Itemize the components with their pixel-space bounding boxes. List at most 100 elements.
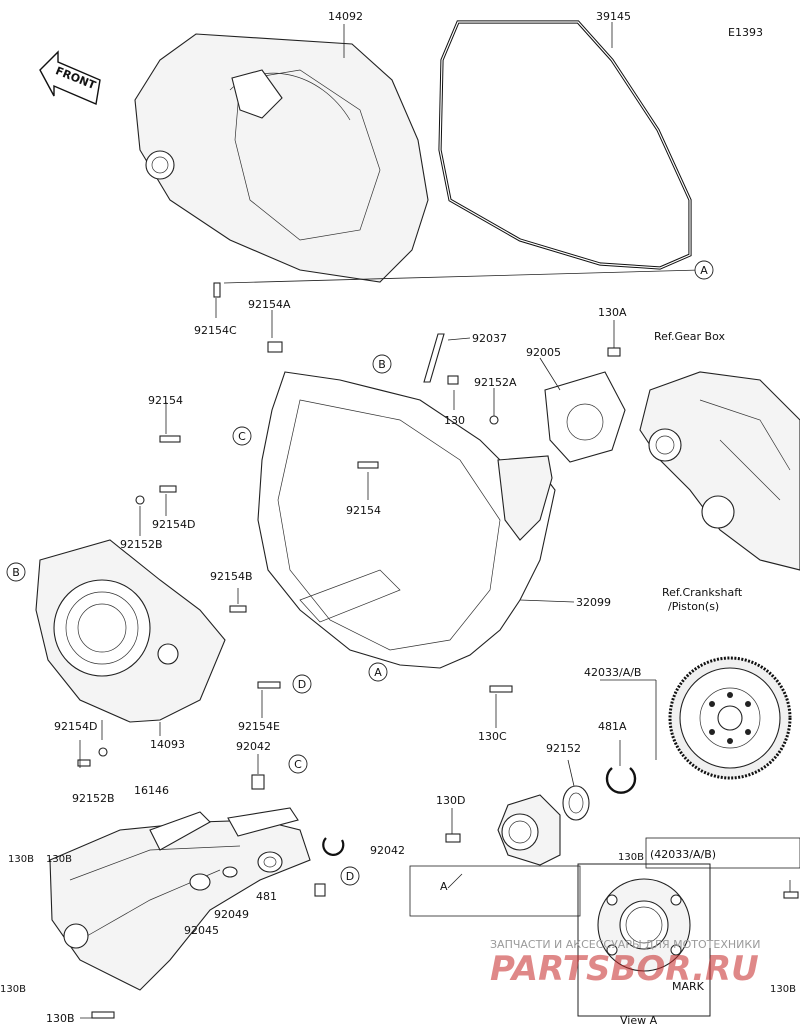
svg-text:D: D bbox=[298, 678, 306, 691]
label-92152: 92152 bbox=[546, 742, 581, 755]
label-130a: 130A bbox=[598, 306, 627, 319]
washer-92152a[interactable] bbox=[489, 415, 499, 425]
bolt-92154-left[interactable] bbox=[159, 435, 181, 443]
label-130b-a: 130B bbox=[8, 854, 34, 865]
detail-box-42033 bbox=[645, 837, 800, 869]
view-a-detail bbox=[577, 863, 711, 1017]
svg-text:C: C bbox=[294, 758, 302, 771]
bolt-130[interactable] bbox=[447, 375, 459, 385]
label-130b-b: 130B bbox=[46, 854, 72, 865]
label-92042-top: 92042 bbox=[236, 740, 271, 753]
washer-92049[interactable] bbox=[222, 866, 238, 878]
ref-crankshaft-1: Ref.Crankshaft bbox=[662, 586, 743, 599]
svg-text:D: D bbox=[346, 870, 354, 883]
bolt-130b-bottom[interactable] bbox=[91, 1011, 115, 1019]
bolt-130c[interactable] bbox=[489, 685, 513, 693]
label-481a: 481A bbox=[598, 720, 627, 733]
ref-circle-b2: B bbox=[6, 562, 26, 582]
label-92152a: 92152A bbox=[474, 376, 517, 389]
label-92154b: 92154B bbox=[210, 570, 253, 583]
section-box-a bbox=[409, 865, 581, 917]
ref-circle-d2: D bbox=[340, 866, 360, 886]
bolt-130a[interactable] bbox=[607, 347, 621, 357]
label-130: 130 bbox=[444, 414, 465, 427]
label-92152b-bottom: 92152B bbox=[72, 792, 115, 805]
label-92045: 92045 bbox=[184, 924, 219, 937]
svg-text:A: A bbox=[700, 264, 708, 277]
ref-circle-a1: A bbox=[694, 260, 714, 280]
view-a-label: View A bbox=[620, 1014, 658, 1027]
label-32099: 32099 bbox=[576, 596, 611, 609]
bolt-92154d-top[interactable] bbox=[159, 485, 177, 493]
cover-14093[interactable] bbox=[35, 539, 226, 723]
ref-circle-c2: C bbox=[288, 754, 308, 774]
label-92152b-top: 92152B bbox=[120, 538, 163, 551]
bolt-92154b[interactable] bbox=[229, 605, 247, 613]
ref-circle-b1: B bbox=[372, 354, 392, 374]
bolt-130b-right[interactable] bbox=[783, 891, 799, 899]
label-130b-d: 130B bbox=[46, 1012, 75, 1025]
label-92154-mid: 92154 bbox=[346, 504, 381, 517]
leader-lines bbox=[79, 22, 791, 1019]
bolt-92154c[interactable] bbox=[213, 282, 221, 298]
front-arrow-icon bbox=[39, 50, 101, 105]
label-130c: 130C bbox=[478, 730, 507, 743]
label-92154a: 92154A bbox=[248, 298, 291, 311]
circlip[interactable] bbox=[322, 837, 345, 856]
label-14092: 14092 bbox=[328, 10, 363, 23]
label-42033ab: 42033/A/B bbox=[584, 666, 641, 679]
ref-letter-a3: A bbox=[440, 873, 463, 893]
hub-42033[interactable] bbox=[497, 794, 561, 866]
inner-cover-32099[interactable] bbox=[257, 371, 556, 669]
label-16146: 16146 bbox=[134, 784, 169, 797]
chain-case-16146[interactable] bbox=[49, 807, 311, 991]
svg-text:A: A bbox=[374, 666, 382, 679]
ref-circle-c1: C bbox=[232, 426, 252, 446]
label-92005: 92005 bbox=[526, 346, 561, 359]
label-92154c: 92154C bbox=[194, 324, 237, 337]
washer-92152b-top[interactable] bbox=[135, 495, 145, 505]
label-481: 481 bbox=[256, 890, 277, 903]
oil-seal-92152[interactable] bbox=[562, 785, 590, 821]
label-130b-e: 130B bbox=[770, 984, 796, 995]
ref-circle-a2: A bbox=[368, 662, 388, 682]
label-39145: 39145 bbox=[596, 10, 631, 23]
ref-gear-box: Ref.Gear Box bbox=[654, 330, 725, 343]
dowel-pin-92037[interactable] bbox=[423, 333, 445, 383]
svg-text:A: A bbox=[440, 880, 448, 893]
label-92037: 92037 bbox=[472, 332, 507, 345]
washer-92152b-bottom[interactable] bbox=[98, 747, 108, 757]
seal-92045[interactable] bbox=[189, 873, 211, 891]
detail-box-label: (42033/A/B) bbox=[650, 848, 716, 861]
watermark-line2: PARTSBOR.RU bbox=[490, 949, 759, 989]
bolt-92154e[interactable] bbox=[257, 681, 281, 689]
bolt-92154-mid[interactable] bbox=[357, 461, 379, 469]
label-92154d-top: 92154D bbox=[152, 518, 195, 531]
ref-crankshaft-2: /Piston(s) bbox=[668, 600, 719, 613]
watermark-line1: ЗАПЧАСТИ И АКСЕССУАРЫ ДЛЯ МОТОТЕХНИКИ bbox=[490, 938, 760, 951]
gasket-plate-92005[interactable] bbox=[544, 371, 626, 463]
bearing-481[interactable] bbox=[257, 851, 283, 873]
label-92154e: 92154E bbox=[238, 720, 280, 733]
snap-ring-481a[interactable] bbox=[605, 767, 637, 794]
flywheel-reference bbox=[668, 656, 792, 780]
bolt-130d[interactable] bbox=[445, 833, 461, 843]
label-92042-right: 92042 bbox=[370, 844, 405, 857]
label-92154-left: 92154 bbox=[148, 394, 183, 407]
mark-label: MARK bbox=[672, 980, 705, 993]
label-130b-c: 130B bbox=[0, 984, 26, 995]
bolt-92154d-bottom[interactable] bbox=[77, 759, 91, 767]
diagram-code: E1393 bbox=[728, 26, 763, 39]
gasket-39145[interactable] bbox=[438, 20, 692, 270]
bolt-92154a[interactable] bbox=[267, 341, 283, 353]
svg-text:C: C bbox=[238, 430, 246, 443]
label-14093: 14093 bbox=[150, 738, 185, 751]
collar-92042[interactable] bbox=[251, 774, 326, 897]
svg-text:B: B bbox=[378, 358, 386, 371]
label-130d: 130D bbox=[436, 794, 465, 807]
svg-text:B: B bbox=[12, 566, 20, 579]
label-130b-f: 130B bbox=[618, 852, 644, 863]
outer-cover-14092[interactable] bbox=[134, 33, 429, 283]
label-92049: 92049 bbox=[214, 908, 249, 921]
